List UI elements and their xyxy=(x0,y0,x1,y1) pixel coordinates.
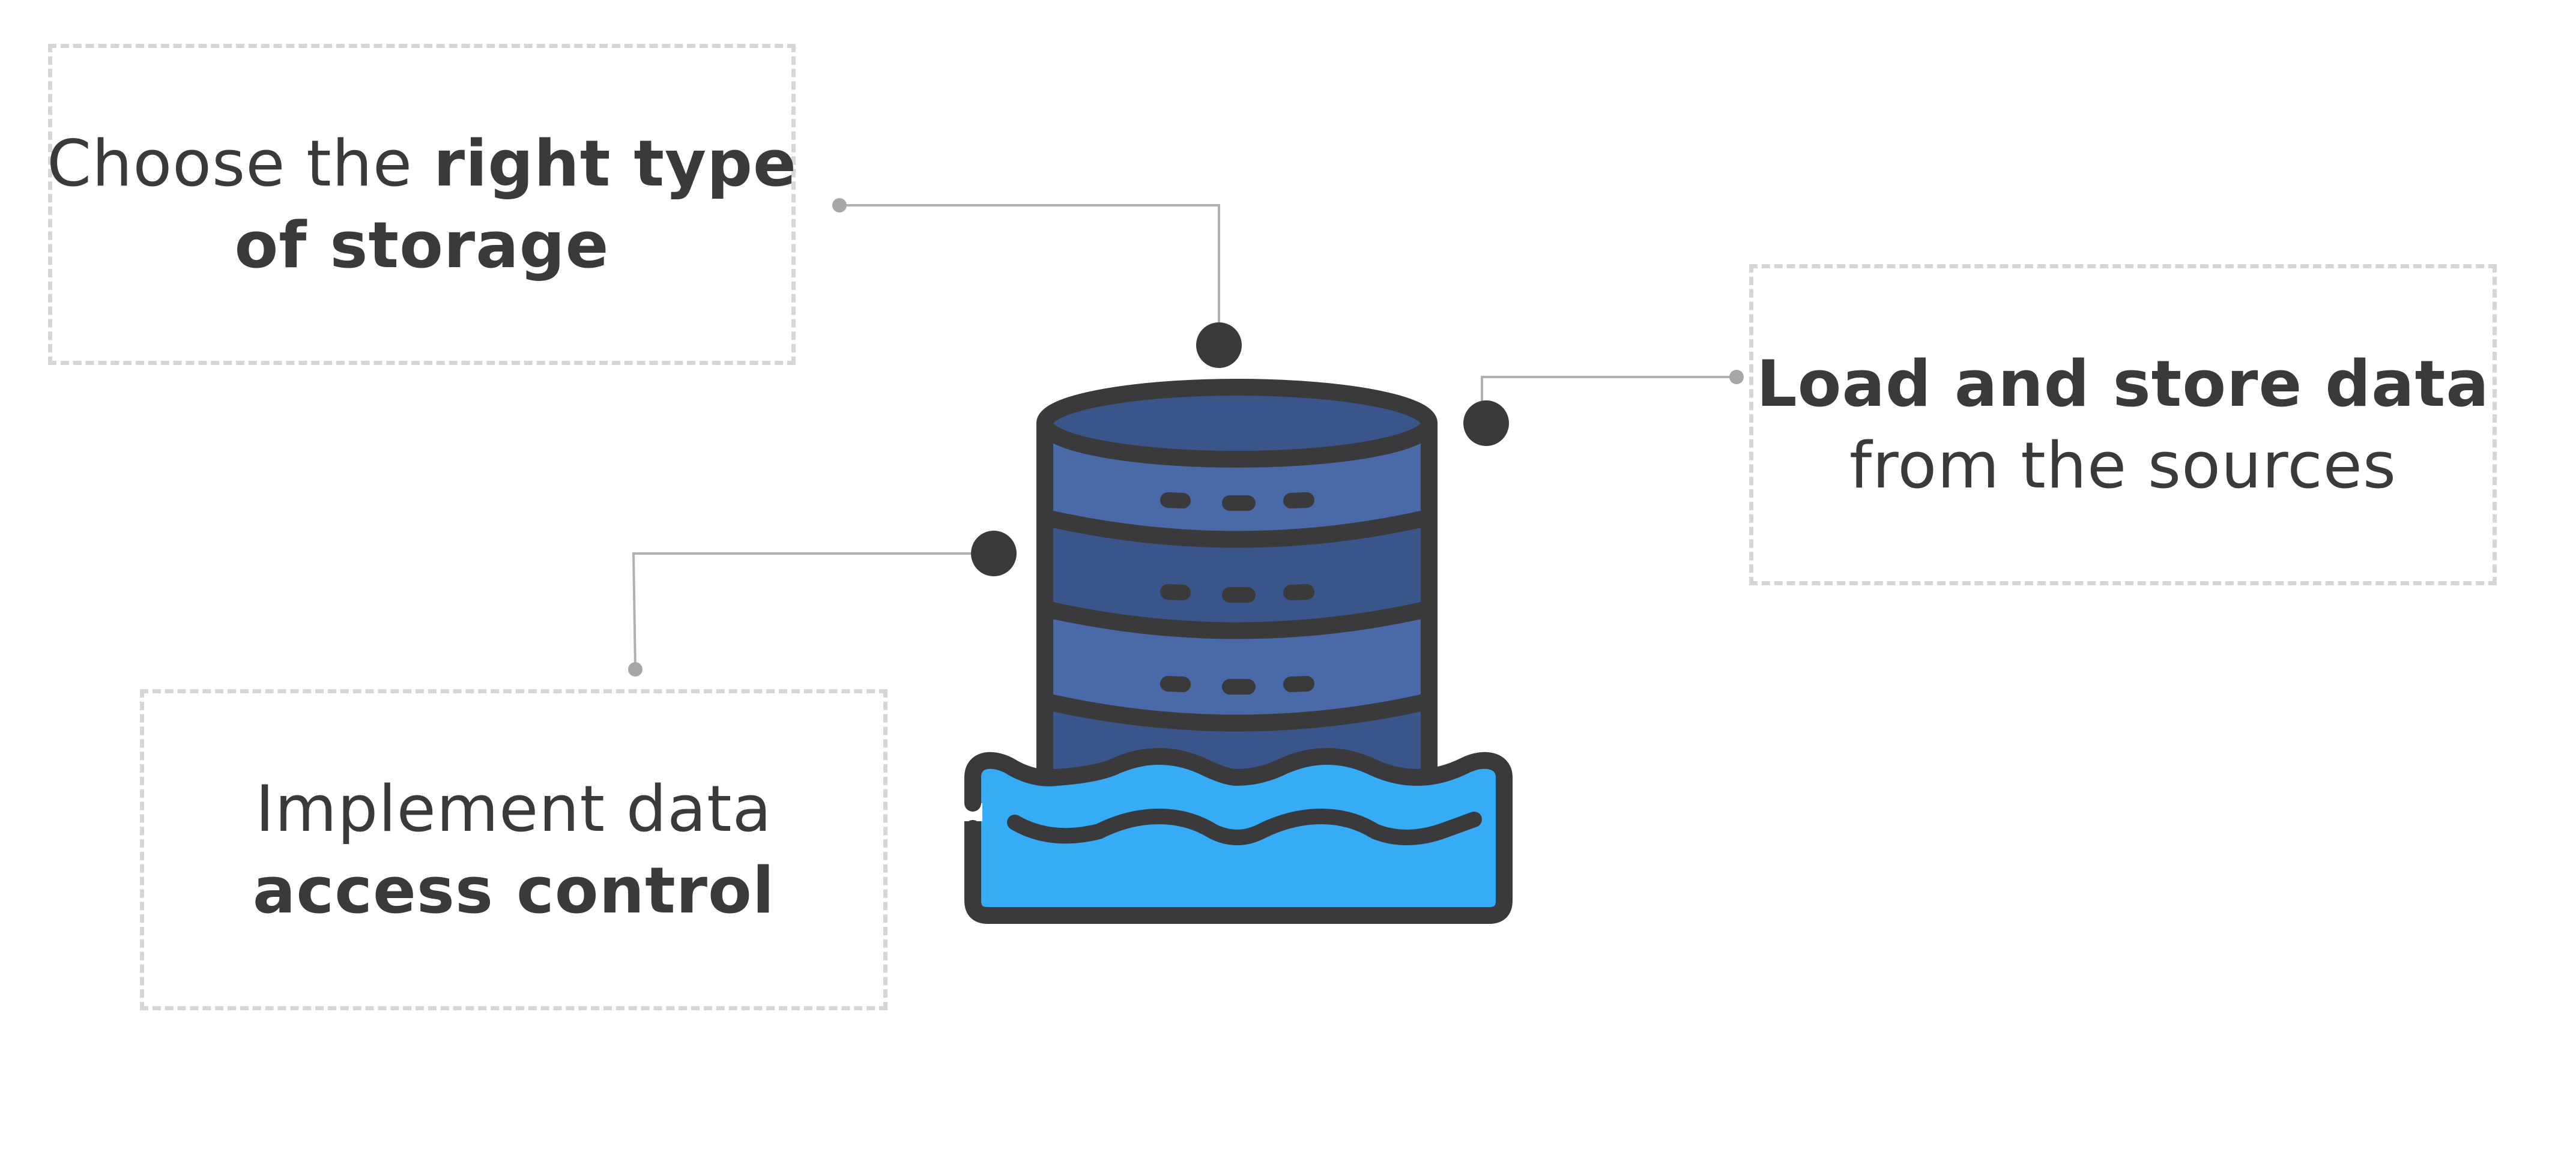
database-in-water-icon xyxy=(963,379,1513,924)
connector-load xyxy=(1481,370,1744,423)
anchor-dot-left xyxy=(971,531,1017,576)
anchor-dot-right xyxy=(1463,400,1509,446)
callout-storage-line1-regular: Choose the xyxy=(47,126,434,201)
callout-access-line1: Implement data xyxy=(255,771,772,846)
callout-load-line2: from the sources xyxy=(1849,428,2397,502)
anchor-dot-top xyxy=(1196,322,1242,368)
callout-access-line2: access control xyxy=(252,853,775,927)
callout-storage-line2: of storage xyxy=(234,208,609,282)
callout-storage: Choose the right type of storage xyxy=(47,44,797,365)
callout-load: Load and store data from the sources xyxy=(1749,264,2497,585)
connector-storage xyxy=(832,198,1220,345)
callout-storage-line1: Choose the right type xyxy=(47,123,797,205)
callout-access: Implement data access control xyxy=(140,689,887,1010)
callout-storage-line1-bold: right type xyxy=(433,126,797,201)
callout-load-line1: Load and store data xyxy=(1756,346,2490,421)
connector-access xyxy=(628,552,994,677)
